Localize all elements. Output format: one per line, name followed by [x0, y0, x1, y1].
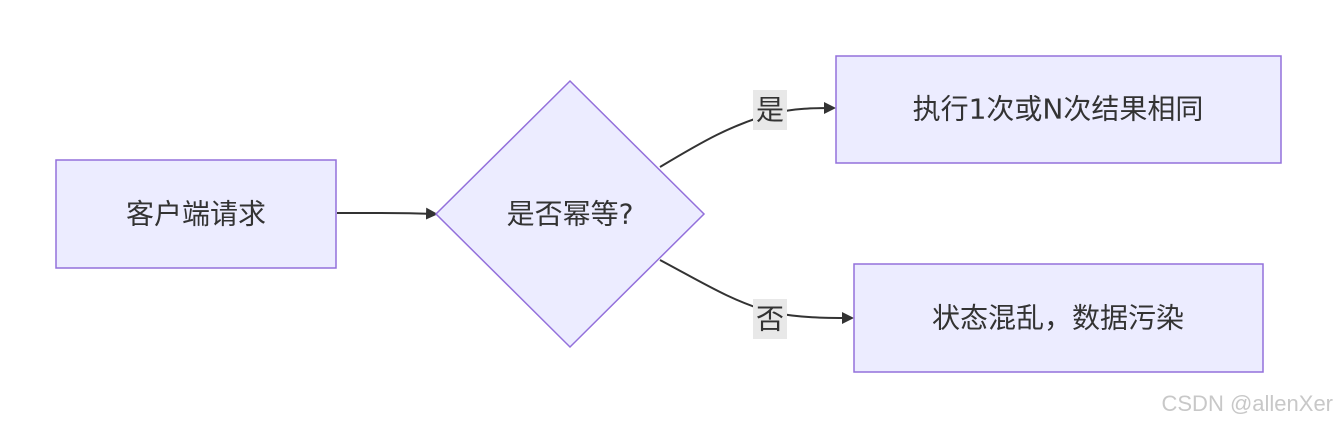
- edge-label-no-text: 否: [756, 303, 784, 336]
- node-state-corrupt-text: 状态混乱，数据污染: [932, 302, 1184, 335]
- edge-label-no: 否: [753, 299, 787, 339]
- watermark: CSDN @allenXer: [1161, 391, 1334, 416]
- edge-request-to-decision: [337, 207, 438, 220]
- node-same-result: 执行1次或N次结果相同: [835, 55, 1282, 164]
- node-idempotent-decision: 是否幂等?: [434, 79, 706, 349]
- node-client-request-text: 客户端请求: [126, 198, 266, 231]
- edge-label-yes-text: 是: [756, 94, 784, 127]
- edge-decision-to-same-result: [659, 102, 836, 168]
- node-idempotent-decision-text: 是否幂等?: [507, 198, 634, 231]
- node-same-result-text: 执行1次或N次结果相同: [913, 93, 1204, 126]
- node-state-corrupt: 状态混乱，数据污染: [853, 263, 1264, 373]
- node-client-request: 客户端请求: [55, 159, 337, 269]
- edge-label-yes: 是: [753, 90, 787, 130]
